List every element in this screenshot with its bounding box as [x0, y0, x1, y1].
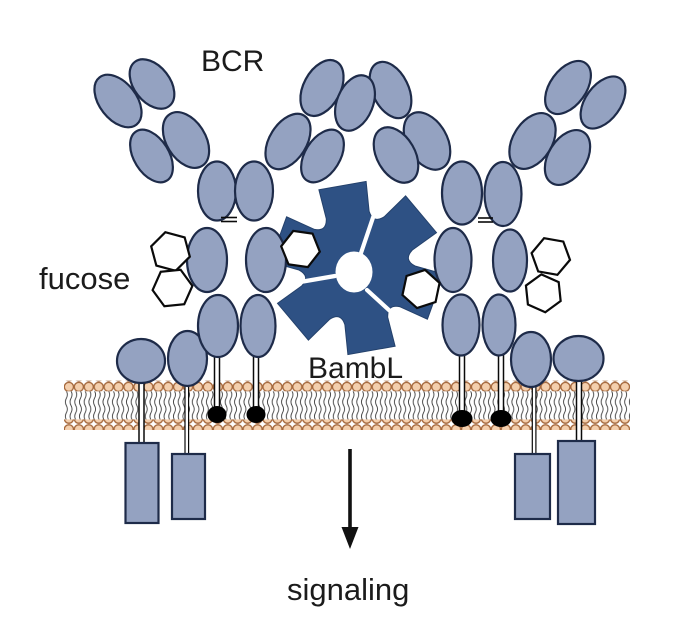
fucose-hexagon [151, 268, 194, 308]
cytoplasmic-domain-rect [124, 441, 160, 525]
ig-domain-ellipse [440, 160, 484, 226]
ig-domain-ellipse [244, 226, 288, 294]
ig-domain-ellipse [579, 75, 627, 130]
plasma-membrane [64, 380, 630, 430]
ig-domain-ellipse [300, 128, 345, 184]
left-bcr [93, 58, 377, 423]
signaling-label: signaling [287, 572, 409, 607]
signaling-arrow [341, 449, 359, 549]
ig-domain-ellipse [128, 58, 176, 110]
ig-domain-ellipse [552, 334, 605, 383]
transmembrane-rod [252, 349, 260, 411]
lectin-divider-line [358, 188, 385, 256]
ig-domain-ellipse [233, 160, 275, 222]
ig-domain-ellipse [93, 73, 143, 129]
arrow-head [341, 527, 359, 549]
ig-domain-ellipse [509, 330, 553, 389]
ig-domain-ellipse [239, 293, 277, 359]
lipid-tails-region [64, 391, 630, 420]
ig-domain-ellipse [115, 337, 167, 385]
fucose-hexagon [530, 236, 572, 277]
fucose-hexagon [524, 273, 562, 314]
fucose-hexagon [401, 268, 441, 310]
lectin-center-hole [335, 251, 373, 293]
transmembrane-rod [531, 384, 537, 456]
ig-domain-ellipse [544, 59, 592, 116]
lipid-anchor-dot [246, 406, 266, 423]
ig-domain-ellipse [441, 293, 481, 357]
transmembrane-rod [138, 379, 145, 445]
ig-domain-ellipse [483, 160, 523, 228]
ig-domain-ellipse [166, 329, 209, 388]
lipid-anchor-dot [451, 410, 473, 427]
ig-domain-ellipse [491, 228, 529, 293]
cytoplasmic-domain-rect [556, 439, 597, 526]
lipid-heads-top-row [64, 380, 630, 392]
igalpha-igbeta-units [115, 329, 605, 526]
transmembrane-rod [497, 349, 505, 413]
transmembrane-rod [213, 349, 221, 411]
cytoplasmic-domain-rect [170, 452, 207, 521]
fucose-hexagon [279, 229, 322, 269]
ig-domain-ellipse [185, 226, 229, 294]
ig-domain-ellipse [372, 126, 420, 184]
right-bcr [368, 59, 627, 427]
lipid-anchor-dot [207, 406, 227, 423]
ig-domain-ellipse [433, 226, 473, 294]
bambl-label: BambL [308, 352, 403, 385]
bambl-lectin [269, 180, 445, 356]
ig-domain-ellipse [333, 74, 377, 132]
lipid-heads-bottom-row [64, 419, 630, 430]
ig-domain-ellipse [481, 293, 517, 357]
transmembrane-rod [458, 349, 466, 413]
fucose-label: fucose [39, 261, 130, 296]
lectin-divider-line [274, 273, 338, 289]
cytoplasmic-domain-rect [513, 452, 552, 521]
fucose-glycans [149, 229, 572, 314]
lipid-anchor-dot [490, 410, 512, 427]
ig-domain-ellipse [264, 112, 312, 171]
ig-domain-ellipse [196, 293, 240, 359]
ig-domain-ellipse [196, 160, 238, 222]
bcr-label: BCR [201, 45, 264, 78]
ig-domain-ellipse [543, 129, 592, 186]
lectin-divider-line [364, 287, 416, 335]
transmembrane-rod [575, 378, 583, 443]
ig-domain-ellipse [129, 128, 174, 184]
transmembrane-rod [184, 383, 190, 456]
